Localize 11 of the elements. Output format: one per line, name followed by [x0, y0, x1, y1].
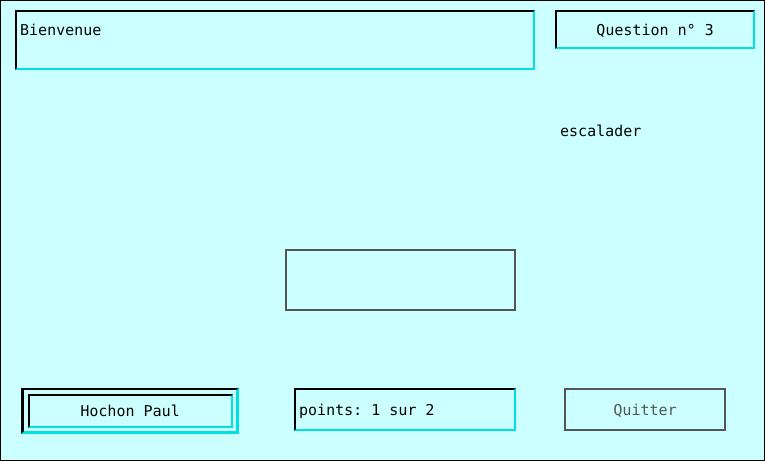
question-counter: Question n° 3	[595, 21, 715, 39]
player-name-panel	[21, 388, 239, 434]
title-panel	[15, 10, 535, 70]
answer-field	[285, 249, 516, 311]
prompt-word: escalader	[560, 122, 642, 140]
question-counter-panel	[555, 10, 755, 49]
player-name: Hochon Paul	[79, 402, 181, 420]
title-text: Bienvenue	[20, 21, 102, 39]
score-text: points: 1 sur 2	[299, 401, 434, 419]
quit-button: Quitter	[564, 388, 726, 431]
score-panel	[294, 388, 516, 431]
